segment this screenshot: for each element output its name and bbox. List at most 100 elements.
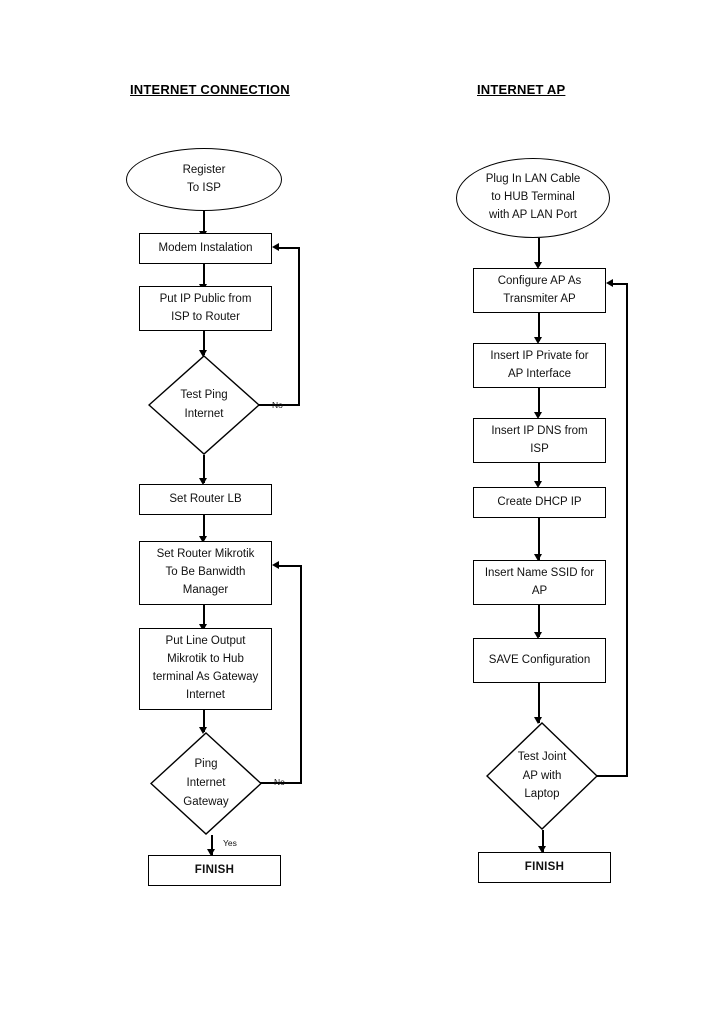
edge-testping-no-horizontal — [258, 404, 300, 406]
edge-save-to-testjoint — [538, 683, 540, 723]
edge-mikrotik-to-putline — [203, 605, 205, 628]
node-register-isp: Register To ISP — [126, 148, 282, 211]
edge-dns-to-dhcp — [538, 463, 540, 485]
arrowhead-down-icon — [199, 478, 207, 485]
node-line: AP Interface — [507, 367, 572, 380]
node-line: Test Joint — [517, 750, 567, 763]
edge-configure-to-ipprivate — [538, 313, 540, 341]
diamond-shape-icon — [148, 355, 260, 455]
edge-lb-to-mikrotik — [203, 515, 205, 540]
node-line: FINISH — [524, 860, 565, 873]
node-line: Transmiter AP — [503, 292, 576, 305]
node-line: To ISP — [187, 181, 221, 194]
edge-plug-to-configure — [538, 238, 540, 266]
column-title-internet-ap: INTERNET AP — [477, 82, 566, 97]
node-line: AP — [531, 584, 548, 597]
node-line: terminal As Gateway — [152, 671, 259, 683]
arrowhead-down-icon — [534, 481, 542, 488]
node-save-configuration: SAVE Configuration — [473, 638, 606, 683]
node-line: Insert IP Private for — [490, 349, 589, 362]
node-line: Put IP Public from — [159, 292, 252, 305]
node-line: Internet — [184, 408, 224, 420]
edge-ipprivate-to-dns — [538, 388, 540, 416]
edge-register-to-modem — [203, 211, 205, 233]
arrowhead-down-icon — [199, 536, 207, 543]
node-line: Modem Instalation — [158, 241, 253, 254]
node-insert-name-ssid: Insert Name SSID for AP — [473, 560, 606, 605]
edge-putline-to-pinggw — [203, 710, 205, 732]
column-title-internet-connection: INTERNET CONNECTION — [130, 82, 290, 97]
node-modem-instalation: Modem Instalation — [139, 233, 272, 264]
edge-label-ping-gateway-no: No — [274, 777, 285, 787]
node-line: Internet — [186, 688, 225, 701]
node-line: Set Router LB — [169, 492, 242, 505]
node-insert-ip-dns: Insert IP DNS from ISP — [473, 418, 606, 463]
node-put-ip-public: Put IP Public from ISP to Router — [139, 286, 272, 331]
node-line: AP with — [522, 769, 562, 782]
arrowhead-left-icon — [272, 561, 279, 569]
edge-testping-yes — [203, 455, 205, 483]
node-line: To Be Banwidth — [165, 566, 246, 579]
edge-pinggw-yes — [211, 835, 213, 855]
arrowhead-down-icon — [534, 554, 542, 561]
arrowhead-down-icon — [199, 727, 207, 734]
edge-label-ping-gateway-yes: Yes — [223, 838, 237, 848]
edge-pinggw-no-horizontal — [260, 782, 302, 784]
edge-testjoint-loop-horizontal — [596, 775, 628, 777]
node-line: FINISH — [194, 863, 235, 876]
node-line: Insert Name SSID for — [484, 566, 595, 579]
edge-modem-to-putip — [203, 264, 205, 286]
node-plug-lan-cable: Plug In LAN Cable to HUB Terminal with A… — [456, 158, 610, 238]
edge-putip-to-testping — [203, 331, 205, 355]
edge-testping-no-return — [278, 247, 300, 249]
arrowhead-down-icon — [538, 846, 546, 853]
edge-label-test-ping-no: No — [272, 400, 283, 410]
arrowhead-down-icon — [534, 412, 542, 419]
node-set-router-mikrotik: Set Router Mikrotik To Be Banwidth Manag… — [139, 541, 272, 605]
node-line: Put Line Output — [165, 635, 246, 648]
node-line: ISP to Router — [171, 310, 240, 323]
node-line: ISP — [530, 442, 549, 455]
node-line: Set Router Mikrotik — [156, 548, 255, 561]
diamond-shape-icon — [486, 722, 598, 830]
edge-dhcp-to-ssid — [538, 518, 540, 560]
edge-testjoint-to-finish — [542, 830, 544, 852]
node-line: to HUB Terminal — [491, 191, 575, 204]
node-line: Gateway — [183, 795, 229, 808]
node-set-router-lb: Set Router LB — [139, 484, 272, 515]
node-line: Ping — [194, 758, 218, 771]
node-line: with AP LAN Port — [489, 208, 577, 221]
diamond-shape-icon — [150, 732, 262, 835]
node-line: Plug In LAN Cable — [485, 173, 581, 186]
arrowhead-left-icon — [606, 279, 613, 287]
node-line: Laptop — [524, 788, 560, 801]
arrowhead-down-icon — [534, 262, 542, 269]
node-line: Configure AP As — [497, 274, 582, 287]
arrowhead-down-icon — [534, 632, 542, 639]
node-line: Register — [182, 163, 226, 176]
node-create-dhcp-ip: Create DHCP IP — [473, 487, 606, 518]
node-line: Internet — [186, 777, 226, 790]
edge-ssid-to-save — [538, 605, 540, 637]
node-test-joint-ap: Test Joint AP with Laptop — [486, 722, 598, 830]
node-line: Create DHCP IP — [497, 495, 582, 508]
arrowhead-down-icon — [199, 624, 207, 631]
edge-pinggw-no-return — [278, 565, 302, 567]
edge-testjoint-loop-vertical — [626, 284, 628, 777]
edge-testping-no-vertical — [298, 248, 300, 406]
node-insert-ip-private: Insert IP Private for AP Interface — [473, 343, 606, 388]
edge-pinggw-no-vertical — [300, 566, 302, 784]
edge-testjoint-loop-return — [612, 283, 628, 285]
node-line: Manager — [182, 583, 229, 596]
arrowhead-down-icon — [534, 717, 542, 724]
node-configure-ap: Configure AP As Transmiter AP — [473, 268, 606, 313]
node-test-ping-internet: Test Ping Internet — [148, 355, 260, 455]
node-line: Insert IP DNS from — [491, 424, 588, 437]
node-line: Test Ping — [180, 389, 228, 402]
node-finish-right: FINISH — [478, 852, 611, 883]
node-finish-left: FINISH — [148, 855, 281, 886]
arrowhead-down-icon — [534, 337, 542, 344]
node-line: SAVE Configuration — [488, 653, 591, 666]
arrowhead-down-icon — [207, 849, 215, 856]
